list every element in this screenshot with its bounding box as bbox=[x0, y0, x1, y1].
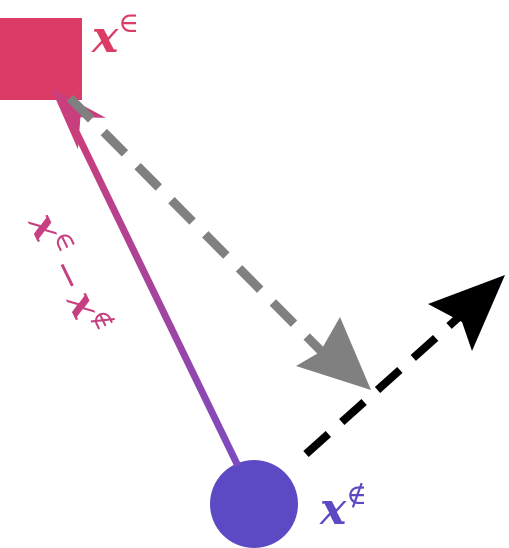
difference-arrow bbox=[50, 87, 242, 468]
x-notin-circle bbox=[210, 460, 298, 548]
x-in-square bbox=[0, 18, 82, 100]
label-difference: x∈−x∉ bbox=[19, 204, 120, 343]
label-x-in: x∈ bbox=[91, 6, 139, 63]
label-x-notin: x∉ bbox=[319, 478, 367, 535]
gray-dashed-arrow bbox=[66, 94, 371, 390]
black-dashed-arrow bbox=[303, 275, 505, 457]
